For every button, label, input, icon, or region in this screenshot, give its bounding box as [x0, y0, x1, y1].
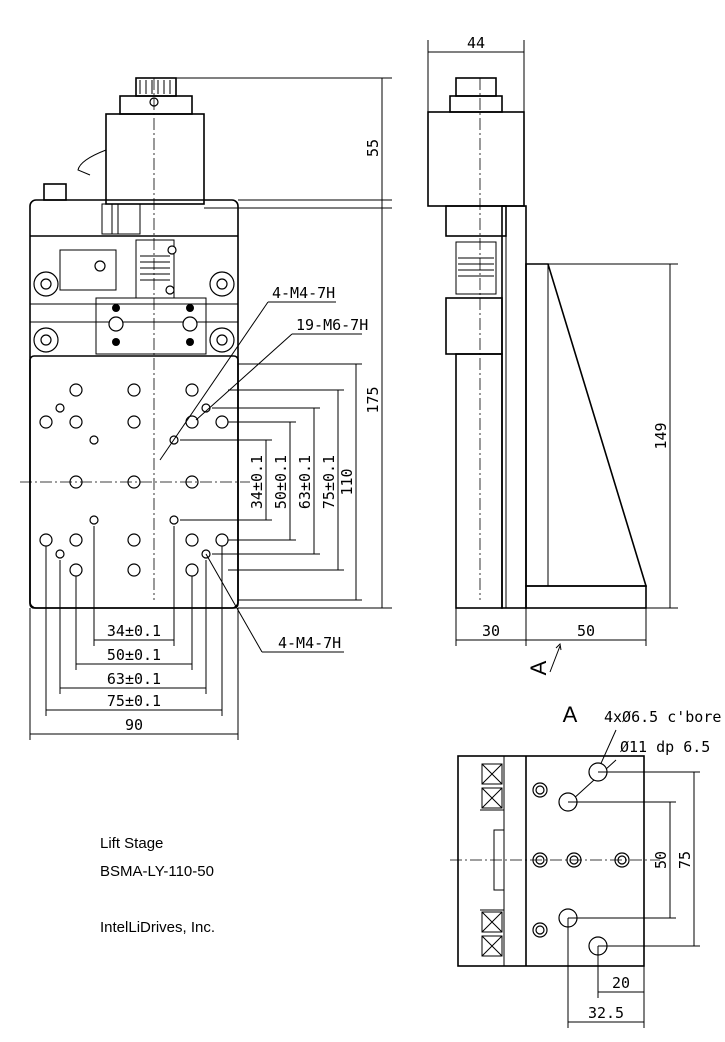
view-a: A 4xØ6.5 c'bore Ø11 dp 6.5 50: [450, 702, 721, 1028]
angle-bracket: [525, 263, 648, 587]
table-hole-pattern: [39, 383, 229, 577]
view-a-note-1: 4xØ6.5 c'bore: [604, 708, 721, 726]
title-block: Lift Stage BSMA-LY-110-50 IntelLiDrives,…: [100, 835, 215, 936]
view-a-dim-20: 20: [612, 974, 630, 992]
dim-v-34: 34±0.1: [248, 455, 266, 509]
view-a-dim-32-5: 32.5: [588, 1004, 624, 1022]
bracket-base: [525, 585, 647, 609]
view-a-dim-50: 50: [652, 851, 670, 869]
dim-v-63: 63±0.1: [296, 455, 314, 509]
dim-h-34: 34±0.1: [107, 622, 161, 640]
side-dim-44: 44: [467, 34, 485, 52]
view-a-label: A: [563, 702, 578, 727]
side-view: 44 149 30 50 A: [427, 34, 678, 675]
front-view: 55 175 110 34±0.1 50±0.1 63±0.1 75±0.1 4…: [20, 77, 392, 740]
side-dim-149: 149: [652, 422, 670, 449]
view-a-note-2: Ø11 dp 6.5: [620, 738, 710, 756]
dim-v-75: 75±0.1: [320, 455, 338, 509]
view-arrow-label: A: [526, 660, 551, 675]
callout-19-m6: 19-M6-7H: [296, 316, 368, 334]
bearing-blocks: [481, 763, 503, 957]
dim-v-50: 50±0.1: [272, 455, 290, 509]
company-name: IntelLiDrives, Inc.: [100, 919, 215, 936]
dim-h-50: 50±0.1: [107, 646, 161, 664]
view-a-outline: [457, 755, 645, 967]
dim-110: 110: [338, 468, 356, 495]
callout-4-m4-top: 4-M4-7H: [272, 284, 335, 302]
side-dim-50: 50: [577, 622, 595, 640]
side-motor-body: [427, 111, 525, 207]
dim-55: 55: [364, 139, 382, 157]
motor-cable: [77, 149, 107, 176]
model-number: BSMA-LY-110-50: [100, 863, 214, 880]
dim-h-63: 63±0.1: [107, 670, 161, 688]
view-a-dim-75: 75: [676, 851, 694, 869]
mount-block: [101, 203, 141, 235]
callout-4-m4-bottom: 4-M4-7H: [278, 634, 341, 652]
dim-175: 175: [364, 386, 382, 413]
cable-connector: [43, 183, 67, 201]
dim-h-75: 75±0.1: [107, 692, 161, 710]
dim-h-90: 90: [125, 716, 143, 734]
product-name: Lift Stage: [100, 835, 163, 852]
side-dim-30: 30: [482, 622, 500, 640]
motor-body: [105, 113, 205, 205]
side-stage-body: [455, 353, 503, 609]
side-coupling: [455, 241, 497, 295]
